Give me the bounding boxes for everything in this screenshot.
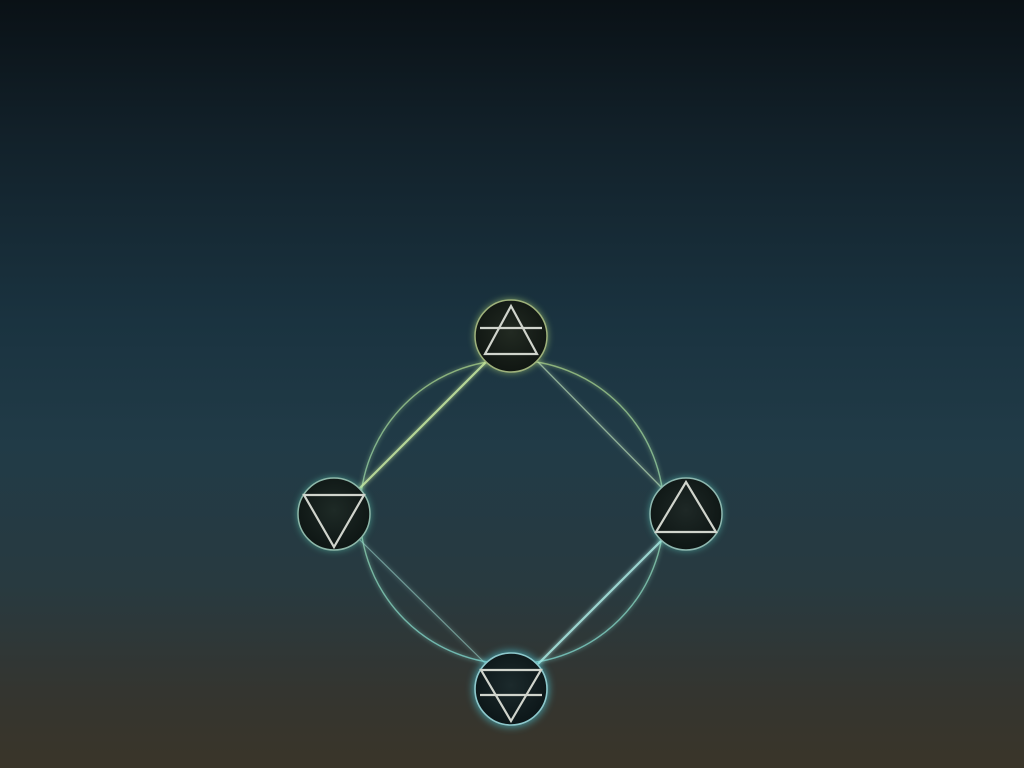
link-fire-earth [538, 540, 662, 664]
link-air-water [358, 362, 486, 490]
air-node[interactable] [473, 298, 549, 374]
link-water-earth [360, 540, 486, 664]
ring-circle [360, 360, 664, 664]
fire-node[interactable] [648, 476, 724, 552]
earth-node[interactable] [473, 651, 549, 727]
link-air-fire [538, 362, 664, 490]
water-node[interactable] [296, 476, 372, 552]
